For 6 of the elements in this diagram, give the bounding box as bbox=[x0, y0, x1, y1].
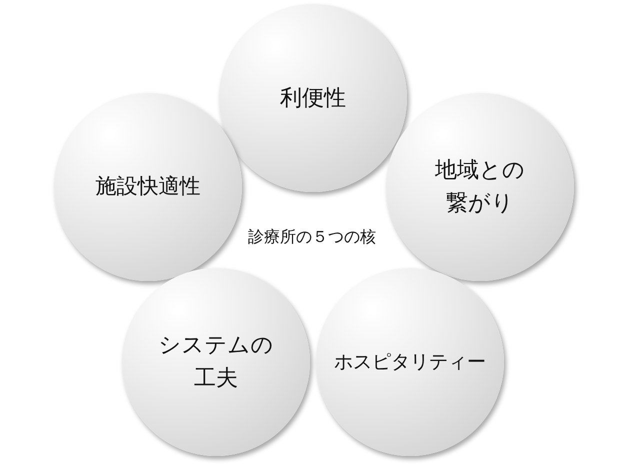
node-label: 利便性 bbox=[280, 84, 346, 112]
node-label: 地域との繋がり bbox=[434, 157, 526, 218]
node-label: 施設快適性 bbox=[96, 173, 200, 200]
center-label: 診療所の５つの核 bbox=[248, 227, 376, 248]
node-label: システムの工夫 bbox=[158, 332, 274, 393]
node-label: ホスピタリティー bbox=[334, 350, 486, 375]
